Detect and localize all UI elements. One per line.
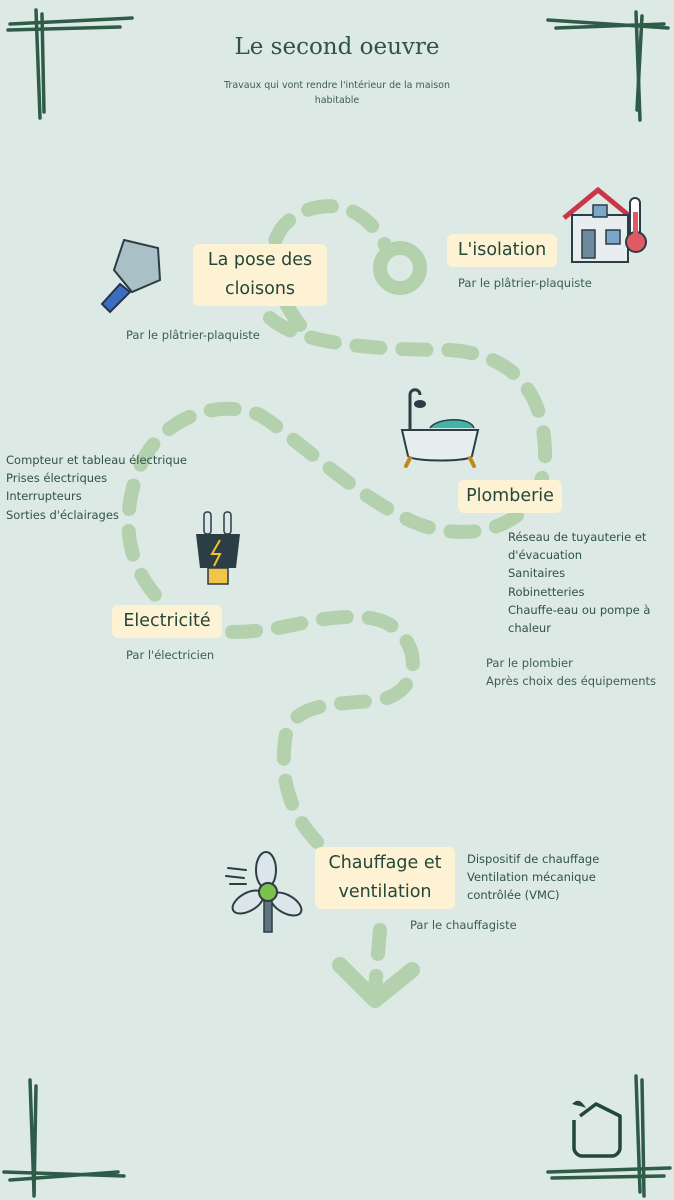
step-label-electricite: Electricité [112, 605, 222, 638]
step-by-plomberie-line1: Par le plombier [486, 656, 573, 670]
step-by-plomberie: Par le plombier Après choix des équipeme… [486, 654, 656, 690]
bathtub-icon [400, 388, 480, 468]
house-leaf-logo-icon [572, 1100, 622, 1158]
detail-item: Prises électriques [6, 471, 108, 486]
detail-item: Chauffe-eau ou pompe à [508, 602, 651, 617]
detail-item: Robinetteries [508, 584, 585, 599]
step-label-cloisons: La pose des cloisons [193, 244, 327, 306]
step-by-plomberie-line2: Après choix des équipements [486, 674, 656, 689]
detail-item: Interrupteurs [6, 489, 82, 504]
step-by-isolation: Par le plâtrier-plaquiste [458, 276, 592, 290]
step-by-electricite: Par l'électricien [126, 648, 215, 662]
step-details-plomberie: Réseau de tuyauterie et d'évacuation San… [508, 528, 650, 637]
step-by-cloisons: Par le plâtrier-plaquiste [126, 328, 260, 342]
detail-item: Réseau de tuyauterie et [508, 530, 647, 544]
step-details-electricite: Compteur et tableau électrique Prises él… [6, 451, 187, 524]
step-details-chauffage: Dispositif de chauffage Ventilation méca… [467, 850, 599, 905]
page-subtitle: Travaux qui vont rendre l'intérieur de l… [224, 80, 450, 106]
detail-item: Dispositif de chauffage [467, 852, 600, 866]
step-label-plomberie: Plomberie [458, 480, 562, 513]
detail-item: Sanitaires [508, 566, 566, 581]
fan-icon [225, 851, 303, 933]
detail-item: Compteur et tableau électrique [6, 453, 187, 467]
electric-plug-icon [196, 511, 240, 585]
putty-knife-icon [100, 238, 162, 314]
detail-item: contrôlée (VMC) [467, 888, 560, 903]
detail-item: chaleur [508, 621, 551, 636]
step-by-chauffage: Par le chauffagiste [410, 918, 517, 932]
detail-item: d'évacuation [508, 548, 583, 563]
detail-item: Ventilation mécanique [467, 870, 596, 885]
house-thermometer-icon [562, 186, 647, 263]
detail-item: Sorties d'éclairages [6, 507, 119, 522]
step-label-isolation: L'isolation [447, 234, 557, 267]
page-title: Le second oeuvre [234, 34, 440, 60]
step-label-chauffage: Chauffage et ventilation [315, 847, 455, 909]
